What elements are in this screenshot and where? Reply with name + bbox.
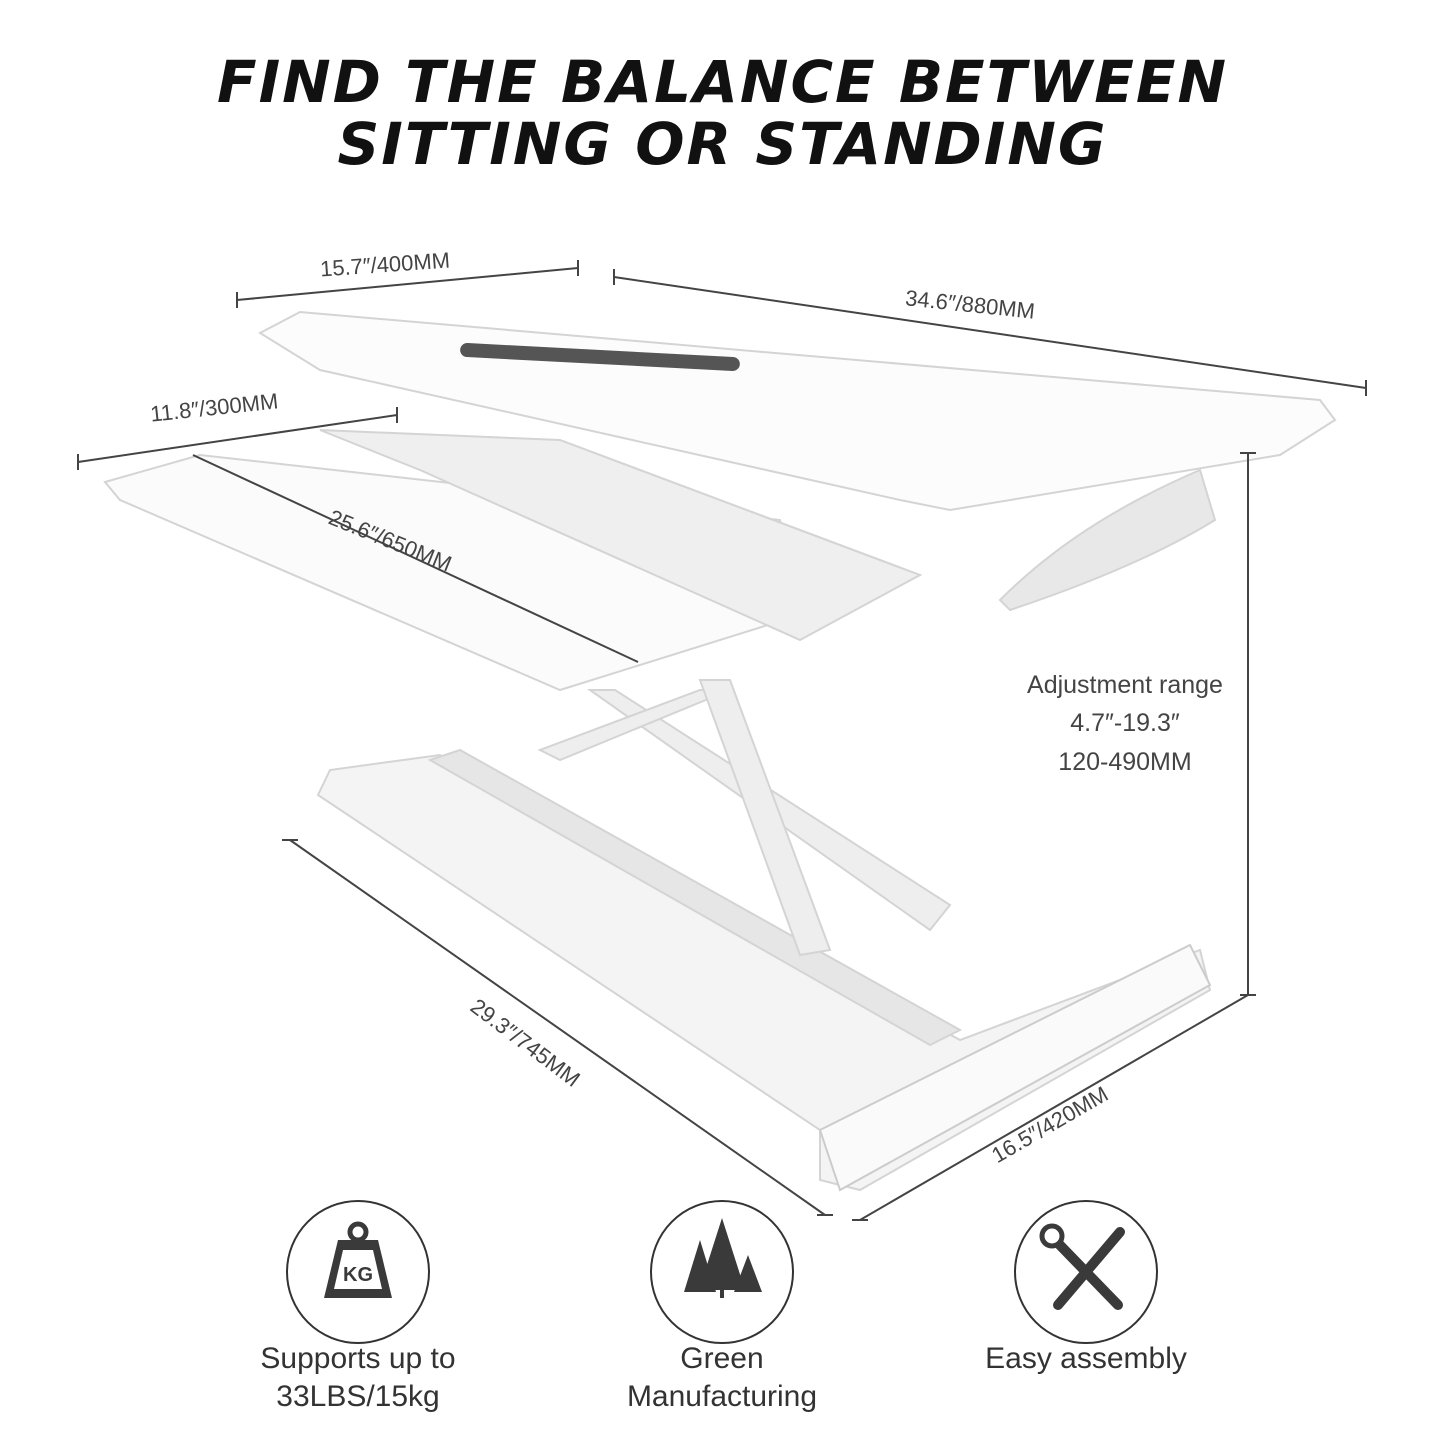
feature-green-line2: Manufacturing xyxy=(626,1380,818,1413)
headline-line-1: FIND THE BALANCE BETWEEN xyxy=(216,48,1228,116)
feature-assembly-line1: Easy assembly xyxy=(985,1342,1187,1375)
feature-weight-line1: Supports up to xyxy=(260,1342,456,1375)
feature-weight-line2: 33LBS/15kg xyxy=(276,1380,440,1413)
kg-weight-icon xyxy=(324,1221,392,1298)
feature-green-line1: Green xyxy=(680,1342,764,1375)
lever-handle xyxy=(998,468,1217,612)
trees-icon xyxy=(684,1218,762,1298)
dimension-lines xyxy=(77,260,1367,1221)
desk-top xyxy=(257,310,1337,512)
adjustment-range-mm: 120-490MM xyxy=(1058,748,1192,776)
device-slot xyxy=(460,343,740,371)
adjustment-range-label: Adjustment range xyxy=(1027,671,1223,699)
weight-icon-circle xyxy=(286,1200,430,1344)
adjustment-range-inches: 4.7″-19.3″ xyxy=(1070,709,1180,737)
headline-line-2: SITTING OR STANDING xyxy=(337,110,1108,178)
tools-icon-circle xyxy=(1014,1200,1158,1344)
wrench-screwdriver-icon xyxy=(1039,1223,1125,1310)
trees-icon-circle xyxy=(650,1200,794,1344)
